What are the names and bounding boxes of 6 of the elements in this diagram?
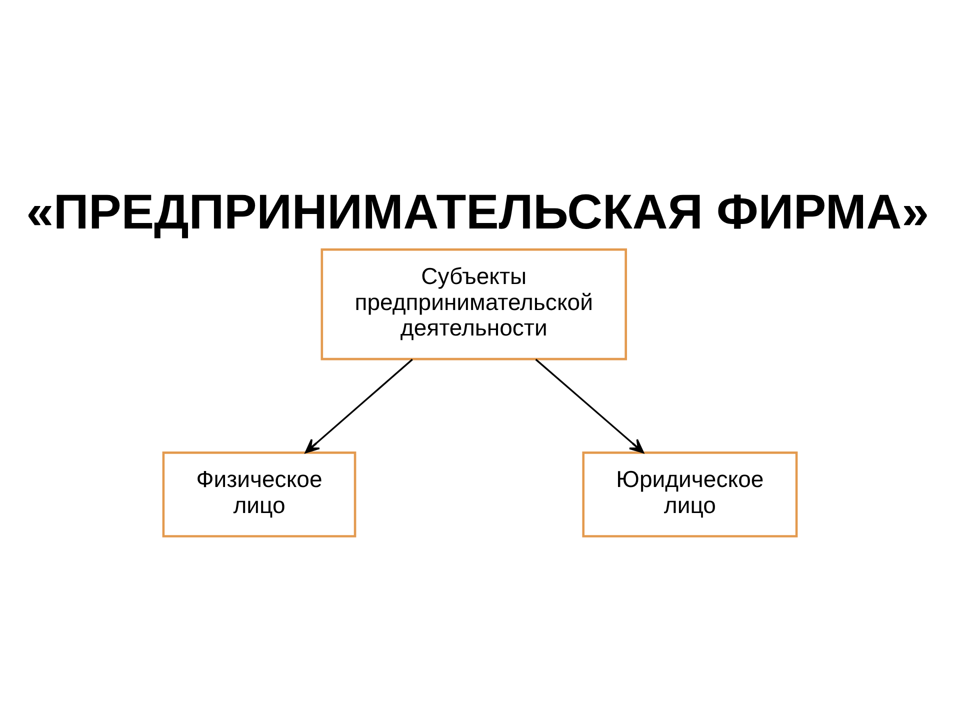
node-box: Субъекты предпринимательской деятельности (320, 248, 627, 360)
diagram-title: «ПРЕДПРИНИМАТЕЛЬСКАЯ ФИРМА» (26, 184, 929, 239)
node-box: Юридическое лицо (582, 451, 798, 537)
arrow (304, 358, 413, 453)
node-box: Физическое лицо (162, 451, 356, 537)
arrow (535, 358, 644, 453)
